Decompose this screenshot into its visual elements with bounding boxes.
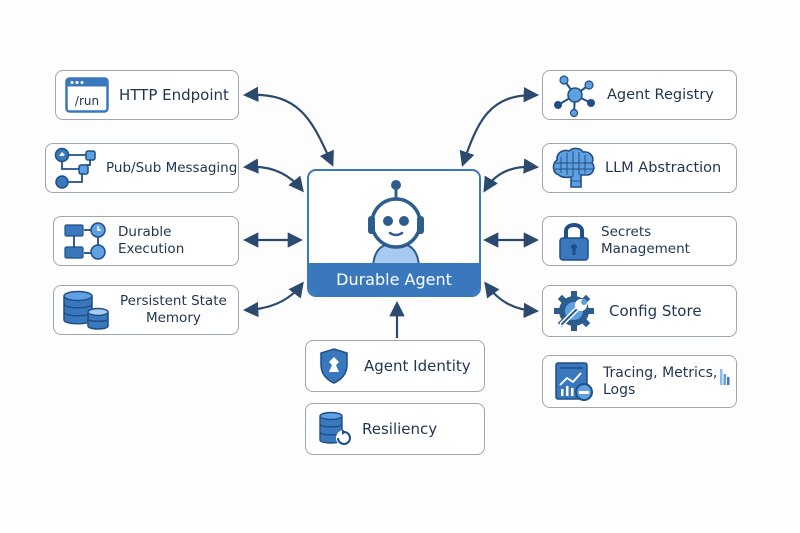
gear-wrench-icon: [553, 290, 595, 332]
robot-icon: [368, 180, 424, 269]
durable-execution-label: Durable Execution: [118, 224, 185, 257]
pubsub-messaging-label: Pub/Sub Messaging: [106, 159, 238, 176]
persistent-state-line2: Memory: [145, 310, 201, 326]
bar-mini-icon: [720, 368, 730, 385]
dashboard-chart-icon: [555, 361, 595, 403]
shield-icon: [318, 348, 350, 384]
persistent-state-memory-label: Persistent State Memory: [120, 293, 227, 327]
durable-execution-node[interactable]: Durable Execution: [53, 216, 239, 266]
tracing-line1: Tracing, Metrics,: [603, 364, 718, 381]
llm-abstraction-label: LLM Abstraction: [605, 159, 722, 176]
http-endpoint-label: HTTP Endpoint: [119, 85, 229, 104]
config-store-label: Config Store: [609, 301, 702, 320]
arrow-persistent-state: [242, 281, 304, 318]
network-hub-icon: [553, 73, 597, 117]
tracing-metrics-logs-node[interactable]: Tracing, Metrics, Logs: [542, 355, 737, 408]
tracing-metrics-logs-label: Tracing, Metrics, Logs: [603, 365, 717, 399]
tracing-line2: Logs: [603, 381, 636, 398]
message-flow-icon: [54, 147, 100, 189]
arrow-agent-registry: [459, 87, 540, 167]
padlock-icon: [557, 221, 591, 261]
browser-window-icon: /run: [65, 77, 109, 113]
resiliency-node[interactable]: Resiliency: [305, 403, 485, 455]
http-endpoint-node[interactable]: /run HTTP Endpoint: [55, 70, 239, 120]
workflow-clock-icon: [64, 222, 108, 260]
database-refresh-icon: [318, 411, 354, 447]
secrets-management-label: Secrets Management: [601, 224, 690, 257]
config-store-node[interactable]: Config Store: [542, 285, 737, 337]
browser-window-icon-text: /run: [75, 94, 99, 108]
pubsub-messaging-node[interactable]: Pub/Sub Messaging: [45, 143, 239, 193]
agent-registry-label: Agent Registry: [607, 86, 714, 103]
durable-agent-title: Durable Agent: [309, 263, 479, 295]
arrow-pubsub: [242, 158, 304, 193]
agent-identity-node[interactable]: Agent Identity: [305, 340, 485, 392]
arrow-config-store: [484, 281, 540, 319]
database-icon: [62, 290, 110, 330]
agent-registry-node[interactable]: Agent Registry: [542, 70, 737, 120]
resiliency-label: Resiliency: [362, 419, 438, 438]
agent-identity-label: Agent Identity: [364, 356, 471, 375]
persistent-state-line1: Persistent State: [120, 293, 227, 309]
persistent-state-memory-node[interactable]: Persistent State Memory: [53, 285, 239, 335]
llm-abstraction-node[interactable]: LLM Abstraction: [542, 143, 737, 193]
secrets-management-node[interactable]: Secrets Management: [542, 216, 737, 266]
durable-agent-node[interactable]: Durable Agent: [307, 169, 481, 297]
arrow-http-endpoint: [242, 86, 334, 167]
arrow-llm-abstraction: [483, 158, 540, 193]
brain-chip-icon: [551, 147, 597, 189]
